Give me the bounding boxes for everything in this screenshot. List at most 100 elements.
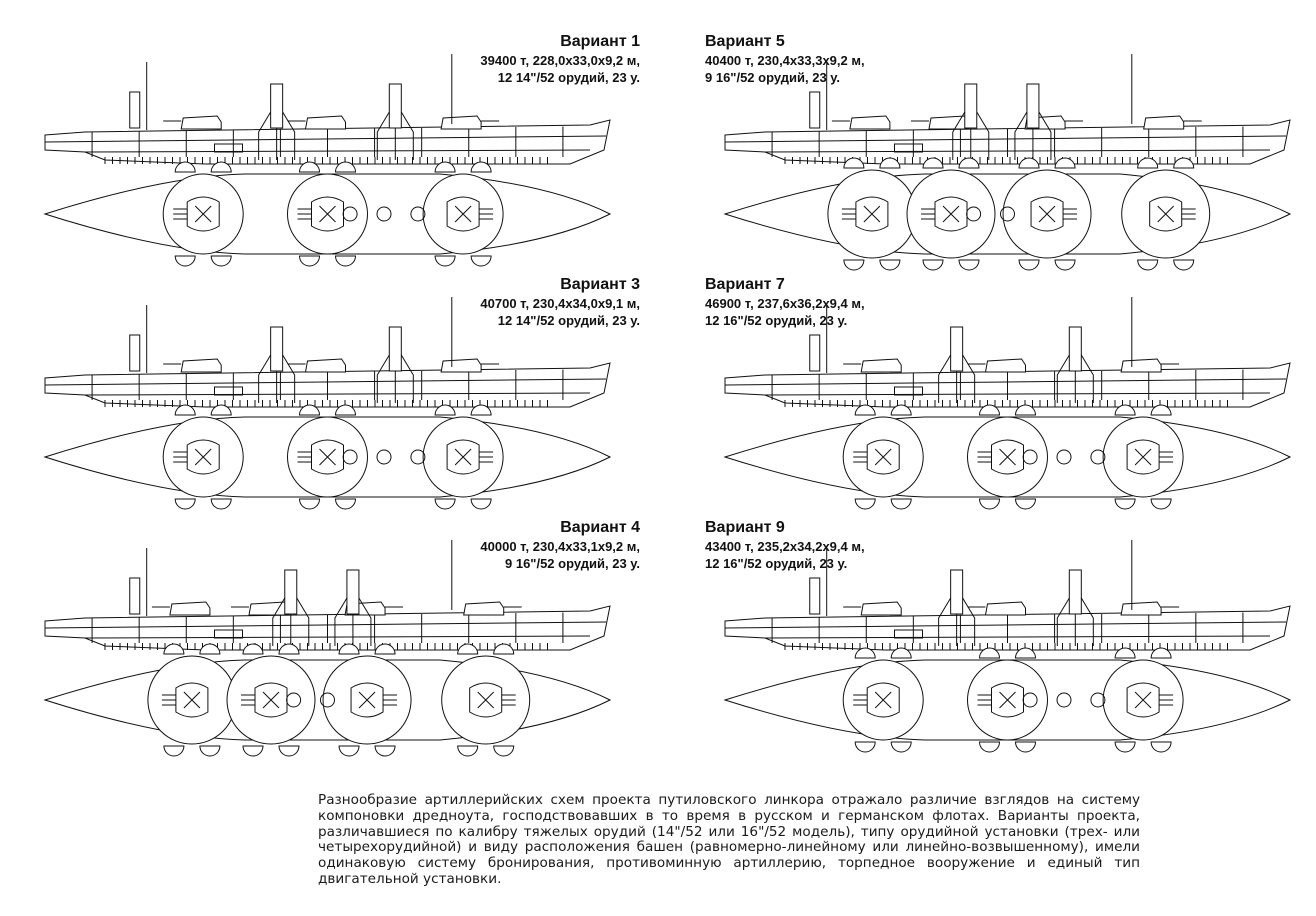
variant-specs: 43400 т, 235,2x34,2x9,4 м, (705, 539, 865, 554)
deck-line (724, 378, 1287, 386)
funnel-uptakes (334, 597, 372, 646)
turret-barbette (866, 439, 900, 475)
turret-barbette (1126, 682, 1160, 718)
turret-barbette (934, 196, 968, 232)
turret-barbette (1030, 196, 1064, 232)
turret-mark (874, 691, 892, 709)
secondary-gun-sponson (470, 404, 492, 416)
variant-caption: Вариант 4 40000 т, 230,4x33,1x9,2 м, 9 1… (480, 518, 640, 572)
secondary-gun-sponson (1018, 259, 1040, 271)
turret-mark (1134, 691, 1152, 709)
turret-mark (1038, 205, 1056, 223)
variant-1-drawing: Вариант 1 39400 т, 228,0x33,0x9,2 м, 12 … (20, 32, 640, 272)
funnel (388, 326, 402, 372)
deck-house (894, 143, 923, 153)
secondary-gun-sponson (298, 161, 321, 173)
plan-view (723, 157, 1292, 271)
funnel (1026, 83, 1040, 129)
turret-mark (194, 205, 212, 223)
funnel-plan (1056, 692, 1072, 708)
variant-3-drawing: Вариант 3 40700 т, 230,4x34,0x9,1 м, 12 … (20, 275, 640, 515)
secondary-gun-sponson (1150, 498, 1172, 510)
secondary-gun-sponson (434, 498, 456, 510)
secondary-gun-sponson (210, 498, 232, 510)
funnel-plan (1090, 692, 1106, 708)
funnel (270, 83, 284, 129)
secondary-gun-sponson (1150, 741, 1172, 753)
side-view (724, 297, 1291, 408)
deck-line (724, 621, 1287, 629)
secondary-gun-sponson (922, 259, 944, 271)
bridge-tower (129, 334, 141, 372)
turret-mark (262, 691, 280, 709)
deck-house (214, 386, 243, 396)
turret-mark (477, 691, 495, 709)
funnel-uptakes (1056, 597, 1094, 646)
secondary-gun-sponson (922, 157, 944, 169)
turret-barbette (254, 682, 288, 718)
ship-drawing (723, 297, 1292, 510)
turret-mark (999, 448, 1016, 466)
turret-mark (454, 448, 472, 466)
secondary-gun-sponson (879, 259, 901, 271)
waterline (84, 635, 591, 639)
secondary-gun-sponson (334, 498, 357, 510)
turret-barbette (446, 439, 480, 475)
funnel (964, 83, 978, 129)
turret-mark (194, 448, 212, 466)
turret-mark (1134, 448, 1152, 466)
turret-mark (999, 691, 1016, 709)
secondary-gun-sponson (338, 643, 360, 655)
variant-title: Вариант 7 (705, 276, 785, 293)
ship-lines (723, 297, 1292, 510)
secondary-gun-sponson (242, 745, 264, 757)
secondary-gun-sponson (1014, 647, 1037, 659)
funnel (950, 326, 964, 372)
secondary-gun-sponson (434, 161, 456, 173)
caption-text: Разнообразие артиллерийских схем проекта… (318, 792, 1140, 887)
secondary-gun-sponson (1014, 741, 1037, 753)
secondary-gun-sponson (493, 745, 515, 757)
secondary-gun-sponson (298, 404, 321, 416)
turret-barbette (186, 439, 220, 475)
funnel-plan (1000, 206, 1015, 222)
secondary-gun-sponson (210, 161, 232, 173)
secondary-gun-sponson (1173, 157, 1195, 169)
funnel-plan (286, 692, 302, 708)
secondary-gun-sponson (879, 157, 901, 169)
plan-view (723, 404, 1292, 510)
turret-profile (180, 358, 222, 373)
secondary-gun-sponson (470, 161, 492, 173)
secondary-gun-sponson (1114, 647, 1136, 659)
secondary-gun-sponson (493, 643, 515, 655)
funnel-plan (376, 206, 392, 222)
secondary-gun-sponson (890, 647, 912, 659)
waterline (764, 635, 1271, 639)
deck-house (214, 143, 243, 153)
ship-drawing (43, 540, 612, 757)
side-view (724, 540, 1291, 651)
turret-profile (928, 115, 970, 130)
secondary-gun-sponson (978, 647, 1001, 659)
turret-profile (304, 358, 346, 373)
secondary-gun-sponson (374, 643, 396, 655)
side-view (44, 540, 611, 651)
secondary-gun-sponson (199, 745, 221, 757)
secondary-gun-sponson (1014, 498, 1037, 510)
turret-mark (863, 205, 881, 223)
funnel-uptakes (938, 354, 976, 403)
secondary-gun-sponson (958, 259, 980, 271)
turret-barbette (186, 196, 220, 232)
turret-barbette (469, 682, 503, 718)
secondary-gun-sponson (457, 643, 479, 655)
variant-title: Вариант 5 (705, 33, 785, 50)
turret-barbette (1126, 439, 1160, 475)
turret-barbette (991, 439, 1024, 475)
secondary-gun-sponson (334, 161, 357, 173)
secondary-gun-sponson (174, 404, 196, 416)
funnel-plan (1056, 449, 1072, 465)
bridge-tower (129, 577, 141, 615)
secondary-gun-sponson (374, 745, 396, 757)
turret-mark (319, 205, 336, 223)
secondary-gun-sponson (338, 745, 360, 757)
